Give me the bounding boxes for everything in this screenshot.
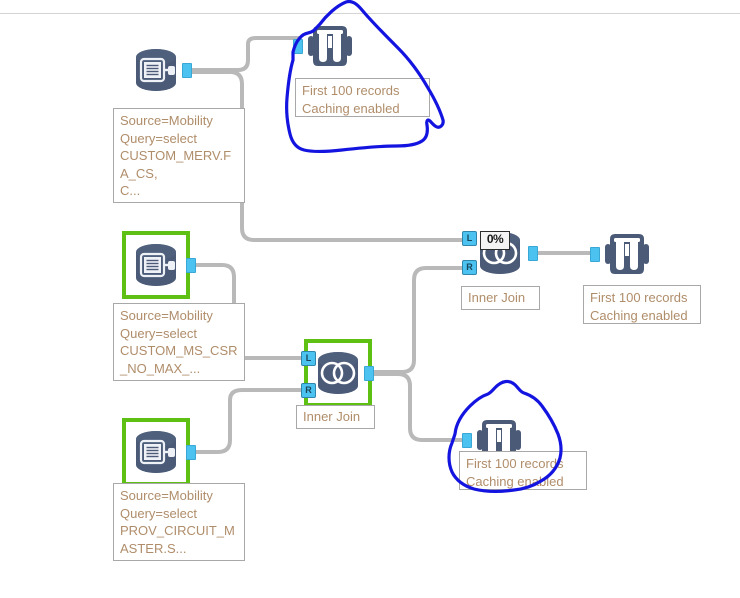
node-join-upper[interactable]: 0% L R [462, 225, 538, 281]
database-input-icon [136, 431, 176, 473]
node-source-mobility-prov[interactable] [122, 418, 196, 486]
node-label-browse-right: First 100 records Caching enabled [583, 285, 701, 324]
input-port[interactable] [462, 433, 472, 448]
input-port[interactable] [293, 39, 303, 54]
output-port[interactable] [182, 63, 192, 78]
output-port[interactable] [186, 445, 196, 460]
join-input-port-right[interactable]: R [301, 383, 316, 398]
node-label-browse-top: First 100 records Caching enabled [295, 78, 430, 117]
node-label-join-upper: Inner Join [461, 286, 540, 310]
join-input-port-left[interactable]: L [301, 351, 316, 366]
binoculars-icon [308, 26, 352, 66]
input-port[interactable] [590, 247, 600, 262]
join-output-port[interactable] [364, 366, 374, 381]
node-label-source-merv: Source=Mobility Query=select CUSTOM_MERV… [113, 108, 245, 203]
join-input-port-left[interactable]: L [462, 231, 477, 246]
node-label-join-lower: Inner Join [296, 405, 375, 429]
node-source-mobility-mscsr[interactable] [122, 231, 196, 299]
node-browse-right[interactable] [590, 226, 655, 282]
node-label-source-prov: Source=Mobility Query=select PROV_CIRCUI… [113, 483, 245, 561]
join-input-port-right[interactable]: R [462, 260, 477, 275]
node-source-mobility-merv[interactable] [128, 42, 192, 98]
node-label-browse-bottom: First 100 records Caching enabled [459, 451, 587, 490]
database-input-icon [136, 244, 176, 286]
join-venn-icon [318, 352, 358, 394]
output-port[interactable] [186, 258, 196, 273]
node-join-lower[interactable]: L R [301, 339, 374, 407]
binoculars-icon [605, 234, 649, 274]
database-input-icon [136, 49, 176, 91]
progress-badge: 0% [480, 231, 510, 250]
node-label-source-mscsr: Source=Mobility Query=select CUSTOM_MS_C… [113, 303, 245, 381]
join-output-port[interactable] [528, 246, 538, 261]
node-browse-top[interactable] [293, 18, 358, 74]
